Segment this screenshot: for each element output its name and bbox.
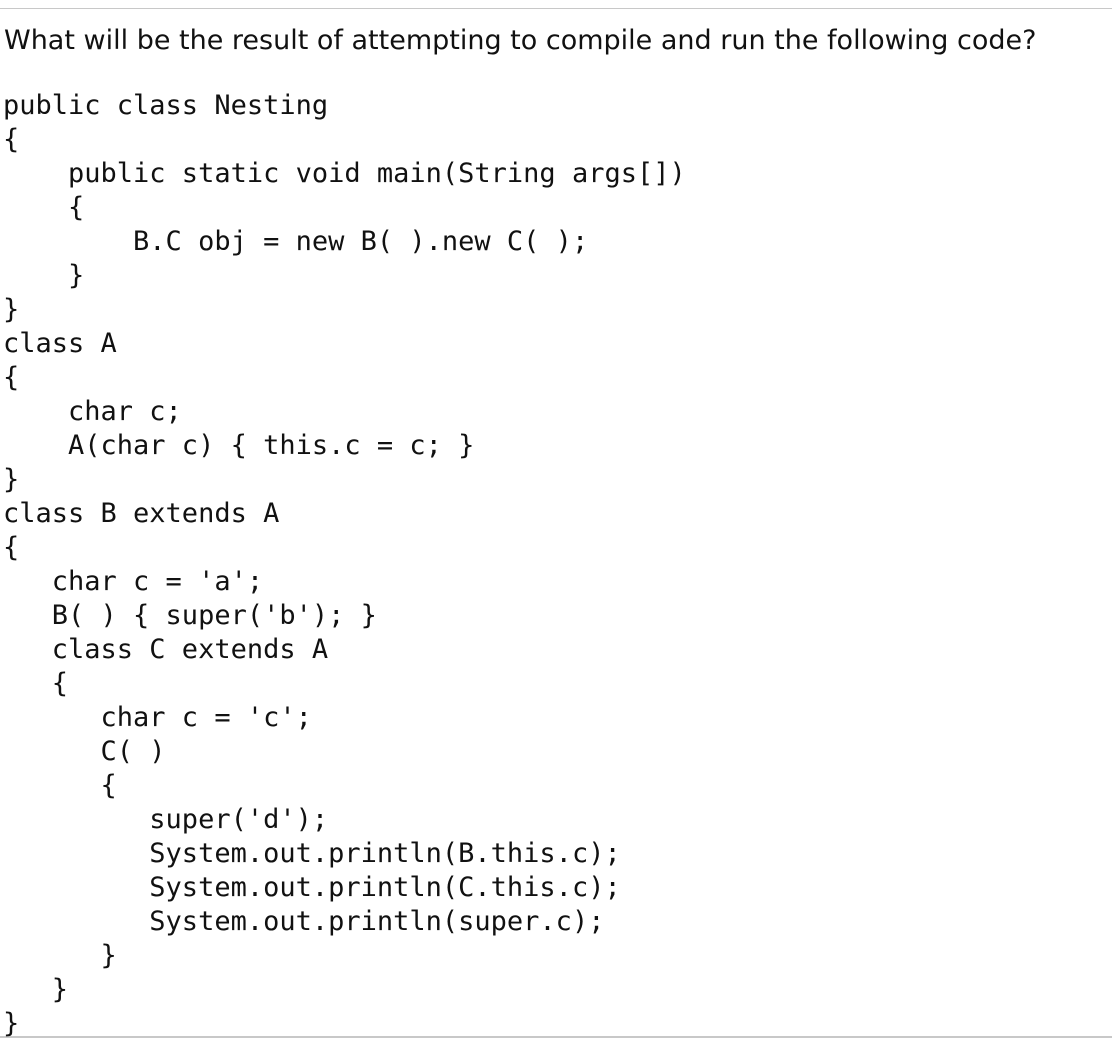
code-line: char c = 'a'; — [3, 566, 264, 597]
code-line: System.out.println(B.this.c); — [3, 838, 621, 869]
code-line: { — [3, 532, 20, 563]
code-line: public static void main(String args[]) — [3, 158, 686, 189]
code-line: public class Nesting — [3, 90, 329, 121]
code-line: B.C obj = new B( ).new C( ); — [3, 226, 589, 257]
code-line: char c = 'c'; — [3, 702, 312, 733]
code-line: System.out.println(C.this.c); — [3, 872, 621, 903]
code-line: { — [3, 770, 117, 801]
code-line: } — [3, 260, 85, 291]
code-line: class C extends A — [3, 634, 329, 665]
code-line: C( ) — [3, 736, 166, 767]
question-text: What will be the result of attempting to… — [4, 25, 1037, 56]
code-line: class B extends A — [3, 498, 280, 529]
code-line: } — [3, 940, 117, 971]
code-line: } — [3, 294, 20, 325]
code-line: { — [3, 192, 85, 223]
code-line: class A — [3, 328, 117, 359]
question-frame: What will be the result of attempting to… — [0, 8, 1112, 1041]
code-line: } — [3, 974, 69, 1005]
code-line: System.out.println(super.c); — [3, 906, 605, 937]
code-line: } — [3, 1008, 20, 1039]
code-line: super('d'); — [3, 804, 329, 835]
code-line: } — [3, 464, 20, 495]
code-block: public class Nesting{ public static void… — [3, 89, 686, 1041]
code-line: char c; — [3, 396, 182, 427]
code-line: { — [3, 124, 20, 155]
code-line: B( ) { super('b'); } — [3, 600, 377, 631]
code-line: A(char c) { this.c = c; } — [3, 430, 475, 461]
code-line: { — [3, 362, 20, 393]
code-line: { — [3, 668, 69, 699]
